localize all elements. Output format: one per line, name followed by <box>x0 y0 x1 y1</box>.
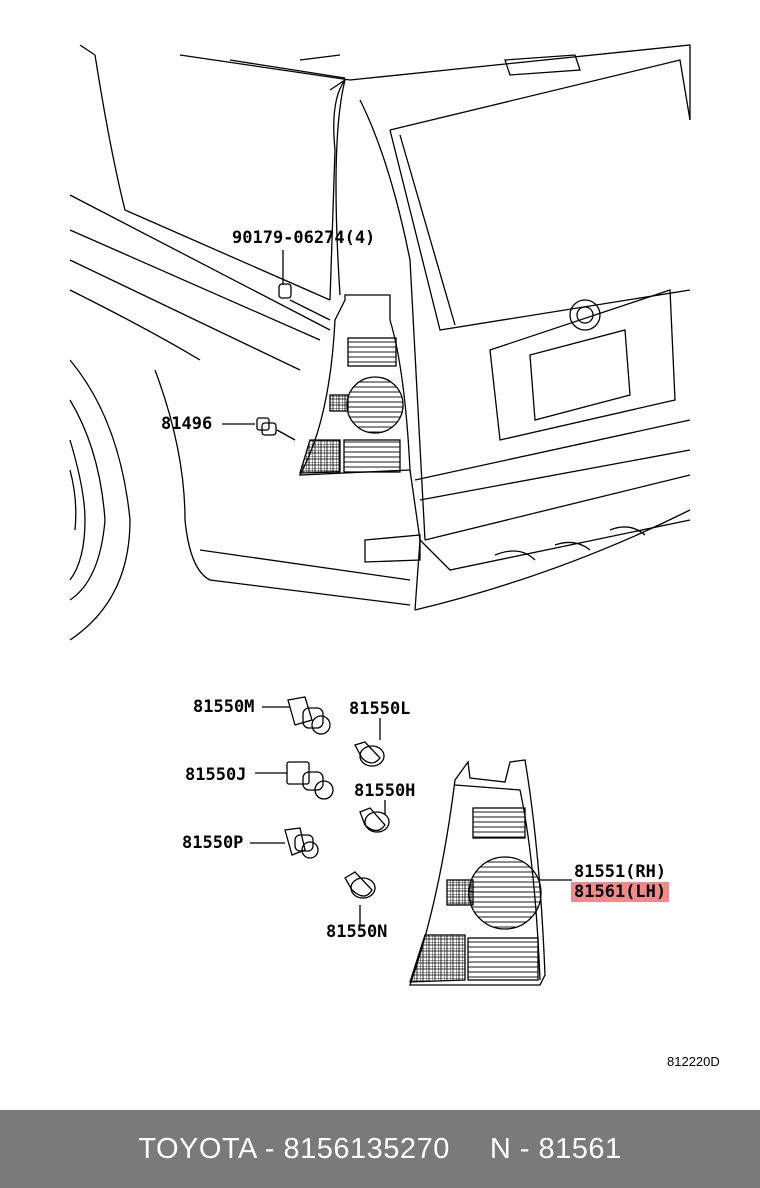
bulb-n-label: 81550N <box>326 922 388 942</box>
socket-icon <box>222 417 296 441</box>
lamp-lh-label-highlighted: 81561(LH) <box>571 882 670 902</box>
lamp-rh-label: 81551(RH) <box>574 862 667 882</box>
bulb-l-label: 81550L <box>349 699 411 719</box>
bulb-p-label: 81550P <box>182 833 244 853</box>
vehicle-body <box>69 44 691 641</box>
bulb-socket-p-icon <box>250 827 319 859</box>
bulb-h-label: 81550H <box>354 781 416 801</box>
bulb-h-icon <box>359 800 390 833</box>
bulb-j-label: 81550J <box>185 765 247 785</box>
bolt-icon <box>278 250 331 321</box>
bulb-l-icon <box>354 718 385 767</box>
parts-diagram <box>69 44 691 986</box>
tail-lamp-assembly <box>409 759 572 986</box>
diagram-code: 812220D <box>667 1054 720 1069</box>
bulb-m-label: 81550M <box>193 697 255 717</box>
bolt-part-label: 90179-06274(4) <box>232 228 376 248</box>
footer-ref: N - 81561 <box>489 1132 622 1165</box>
installed-tail-lamp <box>298 294 411 476</box>
bulb-socket-j-icon <box>255 761 334 800</box>
bulb-socket-m-icon <box>262 696 331 735</box>
footer-brand-part: TOYOTA - 8156135270 <box>138 1132 450 1165</box>
socket-part-label: 81496 <box>161 414 213 434</box>
bulb-n-icon <box>344 871 376 925</box>
footer-bar: TOYOTA - 8156135270 N - 81561 <box>0 1110 760 1188</box>
